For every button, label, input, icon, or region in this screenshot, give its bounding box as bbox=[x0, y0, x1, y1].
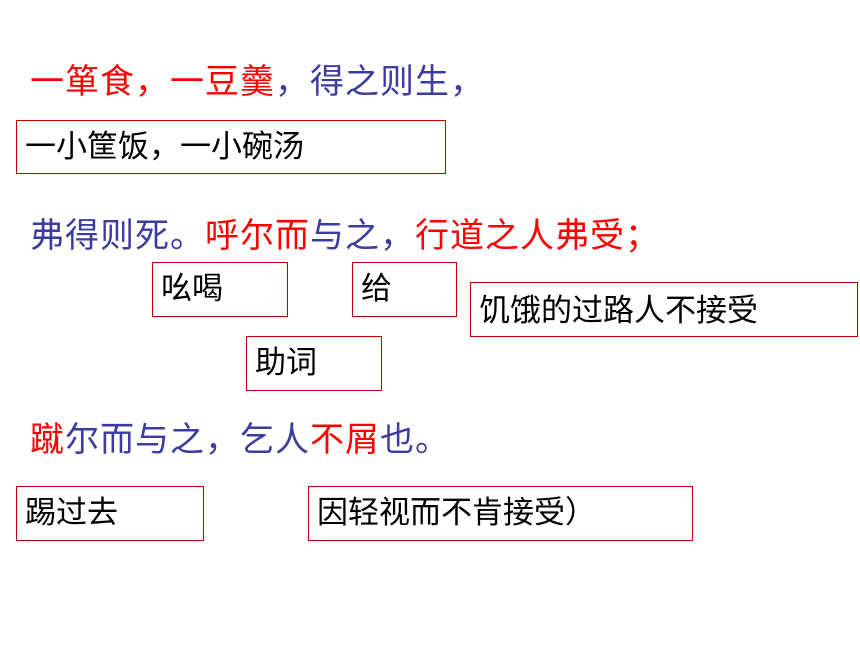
text-line-1: 一箪食，一豆羹，得之则生， bbox=[30, 60, 485, 104]
line2-seg-6: 弗受； bbox=[555, 216, 660, 256]
line2-seg-4: 之， bbox=[345, 216, 415, 256]
line1-seg-1: 一豆羹 bbox=[170, 62, 275, 102]
line3-seg-1: 尔而与之，乞人 bbox=[65, 420, 310, 460]
note-box-6: 踢过去 bbox=[16, 486, 204, 541]
note-box-1: 一小筐饭，一小碗汤 bbox=[16, 120, 446, 174]
line2-seg-1: 呼 bbox=[205, 216, 240, 256]
note-box-2: 吆喝 bbox=[152, 262, 288, 317]
line3-seg-3: 也。 bbox=[380, 420, 450, 460]
note-box-7: 因轻视而不肯接受） bbox=[308, 486, 693, 541]
line2-seg-0: 弗得则死。 bbox=[30, 216, 205, 256]
text-line-2: 弗得则死。呼尔而与之，行道之人弗受； bbox=[30, 214, 660, 258]
text-line-3: 蹴尔而与之，乞人不屑也。 bbox=[30, 418, 450, 462]
line2-seg-2: 尔而 bbox=[240, 216, 310, 256]
note-box-4: 饥饿的过路人不接受 bbox=[470, 282, 858, 337]
line2-seg-5: 行道之人 bbox=[415, 216, 555, 256]
line1-seg-2: ，得之则生， bbox=[275, 62, 485, 102]
note-box-5: 助词 bbox=[246, 336, 382, 391]
note-box-3: 给 bbox=[352, 262, 457, 317]
line3-seg-0: 蹴 bbox=[30, 420, 65, 460]
line3-seg-2: 不屑 bbox=[310, 420, 380, 460]
line1-seg-0: 一箪食， bbox=[30, 62, 170, 102]
line2-seg-3: 与 bbox=[310, 216, 345, 256]
